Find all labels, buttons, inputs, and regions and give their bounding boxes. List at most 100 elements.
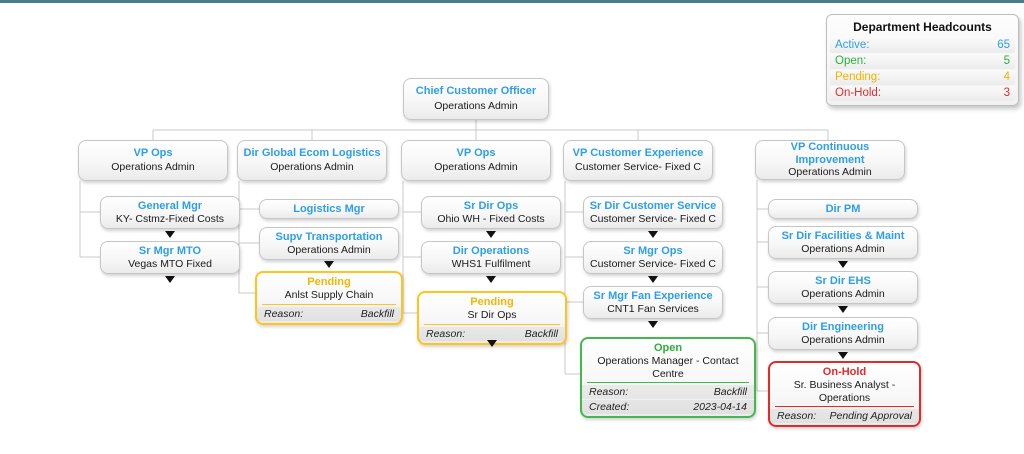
collapse-arrow[interactable] bbox=[165, 231, 175, 238]
node-title: Dir PM bbox=[825, 202, 861, 215]
node-title: Dir Engineering bbox=[802, 320, 884, 333]
reason-value: Backfill bbox=[360, 307, 394, 320]
legend-row-pending: Pending: 4 bbox=[830, 70, 1015, 85]
node-title: Sr Dir Ops bbox=[467, 309, 517, 322]
legend-value-pending: 4 bbox=[1003, 71, 1010, 83]
reason-value: Pending Approval bbox=[829, 410, 912, 423]
node-title: Sr. Business Analyst - Operations bbox=[793, 379, 896, 404]
reason-label: Reason: bbox=[589, 386, 629, 399]
legend-value-onhold: 3 bbox=[1003, 87, 1010, 99]
org-node-onhold-sr-business-analyst[interactable]: On-Hold Sr. Business Analyst - Operation… bbox=[768, 361, 921, 428]
org-node-vp-continuous-improvement[interactable]: VP Continuous Improvement Operations Adm… bbox=[755, 140, 905, 180]
org-node-sr-mgr-fan-experience[interactable]: Sr Mgr Fan Experience CNT1 Fan Services bbox=[583, 286, 723, 319]
collapse-arrow[interactable] bbox=[487, 340, 497, 347]
node-subtitle: Operations Admin bbox=[111, 161, 195, 174]
node-title: Supv Transportation bbox=[275, 230, 383, 243]
org-node-sr-mgr-mto[interactable]: Sr Mgr MTO Vegas MTO Fixed bbox=[100, 241, 240, 274]
node-subtitle: Operations Admin bbox=[287, 243, 371, 256]
reason-row: Reason: Backfill bbox=[582, 385, 754, 400]
node-title: Sr Mgr Fan Experience bbox=[593, 289, 713, 302]
node-title: Dir Operations bbox=[452, 244, 530, 257]
node-title: VP Ops bbox=[133, 147, 173, 159]
org-node-pending-sr-dir-ops[interactable]: Pending Sr Dir Ops Reason: Backfill bbox=[417, 291, 567, 345]
divider bbox=[424, 323, 560, 325]
node-title: Sr Dir EHS bbox=[815, 274, 871, 287]
node-subtitle: Customer Service- Fixed C bbox=[589, 257, 717, 270]
reason-row: Reason: Pending Approval bbox=[770, 409, 919, 424]
collapse-arrow[interactable] bbox=[648, 321, 658, 328]
collapse-arrow[interactable] bbox=[648, 276, 658, 283]
node-subtitle: WHS1 Fulfilment bbox=[451, 257, 531, 270]
node-title: Sr Mgr MTO bbox=[138, 244, 202, 257]
reason-value: Backfill bbox=[524, 327, 558, 340]
legend-row-open: Open: 5 bbox=[830, 54, 1015, 69]
node-title: Chief Customer Officer bbox=[415, 85, 537, 97]
org-node-vp-customer-experience[interactable]: VP Customer Experience Customer Service-… bbox=[563, 140, 713, 181]
collapse-arrow[interactable] bbox=[486, 276, 496, 283]
created-value: 2023-04-14 bbox=[693, 401, 747, 414]
node-subtitle: KY- Cstmz-Fixed Costs bbox=[115, 212, 225, 225]
node-subtitle: Operations Admin bbox=[788, 166, 872, 179]
legend-row-onhold: On-Hold: 3 bbox=[830, 86, 1015, 101]
status-badge: Pending bbox=[470, 296, 514, 308]
divider bbox=[587, 382, 749, 384]
collapse-arrow[interactable] bbox=[648, 231, 658, 238]
collapse-arrow[interactable] bbox=[165, 276, 175, 283]
node-subtitle: Ohio WH - Fixed Costs bbox=[437, 212, 545, 225]
collapse-arrow[interactable] bbox=[838, 261, 848, 268]
created-row: Created: 2023-04-14 bbox=[582, 400, 754, 415]
org-node-logistics-mgr[interactable]: Logistics Mgr bbox=[259, 199, 399, 219]
status-badge: On-Hold bbox=[822, 366, 867, 378]
collapse-arrow[interactable] bbox=[838, 306, 848, 313]
divider bbox=[262, 303, 396, 305]
org-node-vp-ops-2[interactable]: VP Ops Operations Admin bbox=[401, 140, 551, 181]
org-node-open-operations-manager[interactable]: Open Operations Manager - Contact Centre… bbox=[580, 337, 756, 419]
org-node-dir-pm[interactable]: Dir PM bbox=[768, 199, 918, 219]
org-node-dir-operations[interactable]: Dir Operations WHS1 Fulfilment bbox=[421, 241, 561, 274]
legend-row-active: Active: 65 bbox=[830, 38, 1015, 53]
org-node-supv-transportation[interactable]: Supv Transportation Operations Admin bbox=[259, 227, 399, 260]
node-title: Sr Dir Facilities & Maint bbox=[781, 229, 905, 242]
org-node-pending-anlst-supply-chain[interactable]: Pending Anlst Supply Chain Reason: Backf… bbox=[255, 271, 403, 325]
org-node-general-mgr[interactable]: General Mgr KY- Cstmz-Fixed Costs bbox=[100, 196, 240, 229]
divider bbox=[775, 406, 914, 408]
reason-label: Reason: bbox=[264, 307, 304, 320]
org-node-vp-ops-1[interactable]: VP Ops Operations Admin bbox=[78, 140, 228, 181]
reason-label: Reason: bbox=[426, 327, 466, 340]
org-node-dir-engineering[interactable]: Dir Engineering Operations Admin bbox=[768, 317, 918, 350]
node-title: VP Customer Experience bbox=[572, 147, 704, 159]
node-title: General Mgr bbox=[137, 199, 203, 212]
status-badge: Pending bbox=[307, 276, 351, 288]
org-node-sr-dir-customer-service[interactable]: Sr Dir Customer Service Customer Service… bbox=[583, 196, 723, 229]
node-subtitle: Operations Admin bbox=[801, 287, 885, 300]
legend-title: Department Headcounts bbox=[853, 20, 992, 34]
node-title: Anlst Supply Chain bbox=[284, 289, 374, 302]
node-title: Sr Dir Customer Service bbox=[589, 199, 717, 212]
node-subtitle: Customer Service- Fixed C bbox=[574, 161, 702, 174]
created-label: Created: bbox=[589, 401, 630, 414]
node-subtitle: Operations Admin bbox=[434, 100, 518, 113]
org-node-sr-dir-ehs[interactable]: Sr Dir EHS Operations Admin bbox=[768, 271, 918, 304]
node-subtitle: Operations Admin bbox=[801, 242, 885, 255]
org-node-sr-mgr-ops[interactable]: Sr Mgr Ops Customer Service- Fixed C bbox=[583, 241, 723, 274]
node-title: Logistics Mgr bbox=[293, 202, 365, 215]
node-title: Sr Mgr Ops bbox=[623, 244, 683, 257]
collapse-arrow[interactable] bbox=[486, 231, 496, 238]
node-subtitle: CNT1 Fan Services bbox=[607, 302, 699, 315]
node-subtitle: Operations Admin bbox=[270, 161, 354, 174]
legend-value-active: 65 bbox=[997, 39, 1010, 51]
collapse-arrow[interactable] bbox=[838, 352, 848, 359]
org-node-sr-dir-facilities-maint[interactable]: Sr Dir Facilities & Maint Operations Adm… bbox=[768, 226, 918, 259]
org-node-dir-global-ecom-logistics[interactable]: Dir Global Ecom Logistics Operations Adm… bbox=[237, 140, 387, 181]
org-node-sr-dir-ops[interactable]: Sr Dir Ops Ohio WH - Fixed Costs bbox=[421, 196, 561, 229]
reason-row: Reason: Backfill bbox=[419, 326, 565, 341]
status-badge: Open bbox=[653, 342, 683, 354]
reason-label: Reason: bbox=[777, 410, 817, 423]
reason-row: Reason: Backfill bbox=[257, 306, 401, 321]
org-node-chief-customer-officer[interactable]: Chief Customer Officer Operations Admin bbox=[403, 78, 549, 120]
collapse-arrow[interactable] bbox=[324, 261, 334, 268]
top-accent-bar bbox=[0, 0, 1024, 3]
node-subtitle: Operations Admin bbox=[434, 161, 518, 174]
